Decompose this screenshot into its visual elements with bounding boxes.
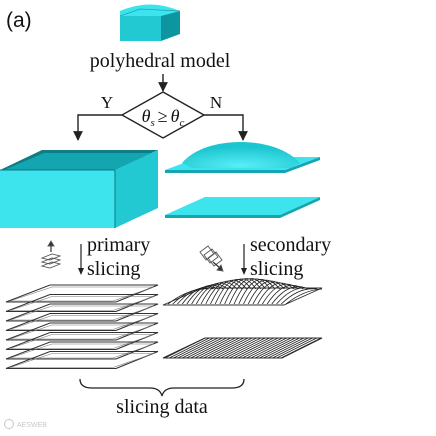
dome-slice-line (247, 280, 285, 305)
flat-slice-line (237, 337, 279, 359)
secondary-slicing-label-line2: slicing (250, 258, 303, 280)
slice-layer-inner (9, 315, 155, 330)
flat-slice-line (263, 337, 304, 359)
secondary-slicing-label-line1: secondary (250, 234, 331, 256)
dome-slice-line (214, 279, 252, 305)
dome-slice-line (186, 285, 224, 305)
decision-condition: θs≥θc (142, 106, 185, 129)
slicing-data-label: slicing data (116, 396, 208, 418)
slice-layer (5, 293, 159, 313)
primary-slice-layers (5, 284, 159, 370)
dome-base-outline (162, 287, 323, 306)
flat-slice-line (194, 337, 236, 359)
stacked-layers-up-icon (40, 240, 62, 269)
open-box-model (0, 150, 158, 228)
dome-slice-line (167, 288, 205, 305)
flat-slice-line (229, 337, 270, 359)
flat-slice-line (177, 337, 219, 359)
flat-slice-line (267, 337, 309, 359)
flat-slice-line (199, 337, 240, 359)
slice-layer (5, 284, 159, 303)
flat-slice-line (276, 337, 317, 359)
flat-slice-line (173, 337, 214, 359)
slice-layer-inner (9, 353, 155, 368)
flat-slice-line (255, 337, 296, 359)
dome-slice-contours (162, 278, 323, 306)
slice-layer-inner (9, 305, 155, 321)
branch-lines (73, 114, 248, 141)
bottom-brace (79, 378, 245, 397)
primary-slicing-label-line1: primary (87, 234, 150, 256)
svg-text:AESWEB: AESWEB (17, 422, 47, 429)
flat-slice-line (164, 337, 206, 359)
dome-slice-line (172, 288, 209, 305)
flat-slice-line (182, 337, 223, 359)
flat-slice-line (186, 337, 227, 359)
flat-slice-line (233, 337, 274, 359)
flat-surface-model (165, 197, 320, 218)
yes-label: Y (101, 93, 113, 112)
slice-layer-inner (9, 343, 155, 359)
dome-slice-line (266, 285, 304, 305)
decision-node: θs≥θc (120, 91, 206, 139)
dome-slice-line (257, 282, 294, 305)
secondary-arrow (241, 244, 247, 275)
dome-slice-line (238, 279, 276, 305)
flat-slice-line (259, 337, 300, 359)
dome-slice-line (210, 279, 247, 305)
dome-slice-line (233, 278, 271, 305)
dome-slice-line (285, 288, 323, 305)
flat-slice-line (272, 337, 313, 359)
dome-slice-line (276, 287, 313, 305)
dome-slice-line (224, 278, 261, 305)
slice-layer (5, 341, 159, 360)
primary-arrow (78, 244, 84, 275)
slice-layer-inner (9, 324, 155, 340)
slice-layer (5, 350, 159, 370)
flat-slice-hatching (162, 337, 323, 359)
primary-slicing-label-line2: slicing (87, 258, 140, 280)
slice-layer-inner (9, 296, 155, 311)
slice-layer (5, 322, 159, 341)
dome-slice-line (181, 286, 219, 305)
flat-slice-line (203, 337, 244, 359)
flat-slice-line (207, 337, 249, 359)
dome-slice-line (177, 287, 214, 305)
flat-slice-line (242, 337, 283, 359)
polyhedral-model-label: polyhedral model (90, 50, 231, 72)
flat-slice-line (280, 337, 322, 359)
panel-label: (a) (6, 9, 32, 32)
flat-slice-line (246, 337, 287, 359)
dome-slice-line (281, 288, 318, 305)
dome-slice-line (243, 279, 280, 305)
slice-layer (5, 312, 159, 332)
flat-slice-line (224, 337, 266, 359)
polyhedral-model-icon (119, 4, 181, 41)
tilted-layers-arrow-icon (199, 245, 224, 272)
flat-slice-line (216, 337, 257, 359)
dome-surface-model (165, 142, 320, 173)
watermark: AESWEB (4, 419, 47, 429)
flat-slice-line (220, 337, 262, 359)
slice-layer (5, 303, 159, 322)
dome-slice-line (219, 278, 257, 305)
slice-layer-inner (9, 286, 155, 302)
no-label: N (210, 93, 222, 112)
flat-slice-line (169, 337, 210, 359)
flat-slice-line (212, 337, 253, 359)
slice-layer-inner (9, 334, 155, 349)
slice-layer (5, 331, 159, 351)
flat-slice-line (250, 337, 292, 359)
dome-slice-line (205, 280, 243, 305)
flat-slice-line (190, 337, 231, 359)
